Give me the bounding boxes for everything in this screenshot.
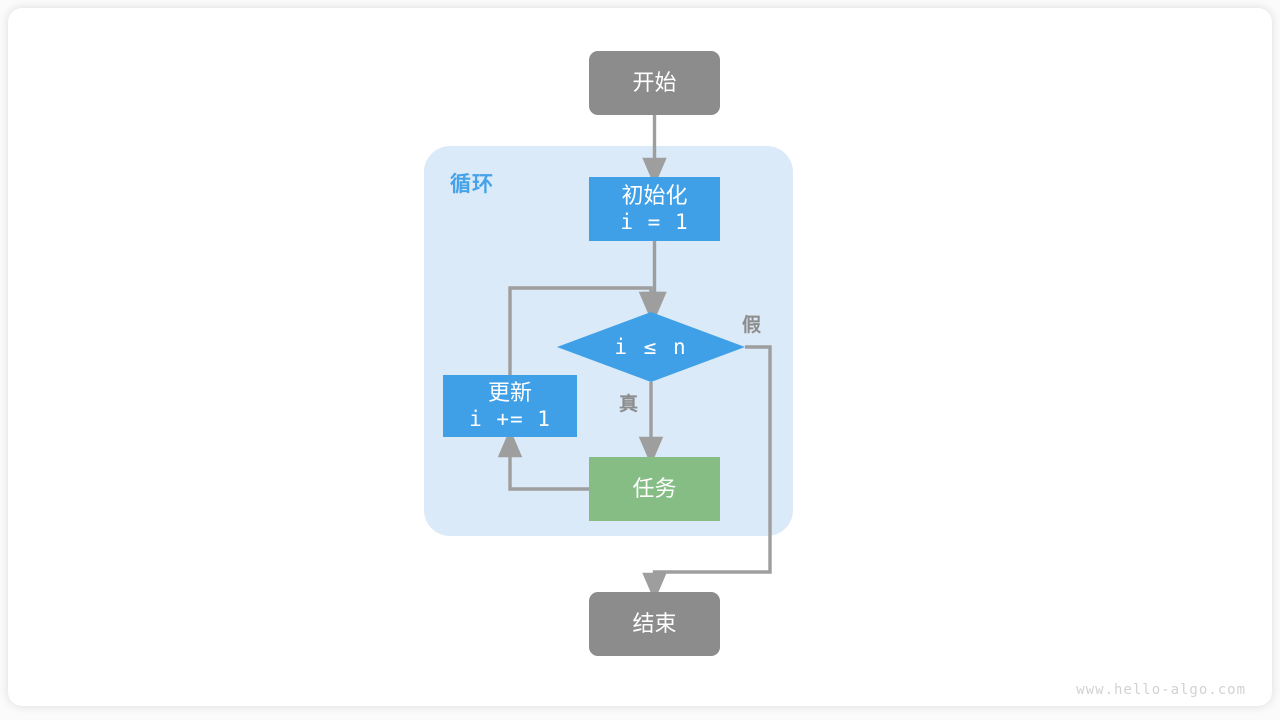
node-init: 初始化 i = 1 [589,177,720,241]
node-end-label: 结束 [632,610,677,636]
node-update: 更新 i += 1 [443,375,577,437]
edge-label-false: 假 [742,315,762,336]
node-task: 任务 [589,457,720,521]
node-start-label: 开始 [632,69,677,95]
loop-container-label: 循环 [450,173,494,196]
node-task-label: 任务 [632,475,677,501]
node-condition: i ≤ n [557,312,745,382]
node-init-code: i = 1 [620,209,689,234]
node-update-code: i += 1 [469,406,551,431]
node-end: 结束 [589,592,720,656]
watermark: www.hello-algo.com [1076,682,1246,698]
edge-label-true: 真 [619,394,639,415]
node-start: 开始 [589,51,720,115]
node-init-label: 初始化 [621,182,688,208]
node-update-label: 更新 [487,379,532,405]
node-condition-label: i ≤ n [614,335,688,359]
